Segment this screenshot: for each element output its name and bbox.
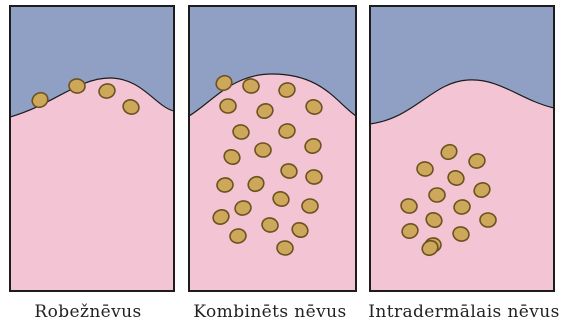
panel-intradermalais-nevus [370, 6, 554, 291]
nevus-cell [480, 213, 497, 228]
nevus-cell [216, 177, 233, 193]
caption-kombinets-nevus: Kombinēts nēvus [193, 302, 346, 322]
nevus-cell [302, 199, 318, 213]
nevus-cell [429, 188, 445, 203]
nevus-cell [277, 240, 294, 255]
caption-intradermalais-nevus: Intradermālais nēvus [368, 302, 560, 322]
nevus-cell [220, 99, 236, 114]
caption-robeznevus: Robežnēvus [34, 302, 141, 322]
nevus-diagram [0, 0, 568, 295]
panel-robeznevus [10, 6, 174, 291]
nevus-cell [255, 143, 272, 158]
panel-kombinets-nevus [189, 6, 356, 291]
